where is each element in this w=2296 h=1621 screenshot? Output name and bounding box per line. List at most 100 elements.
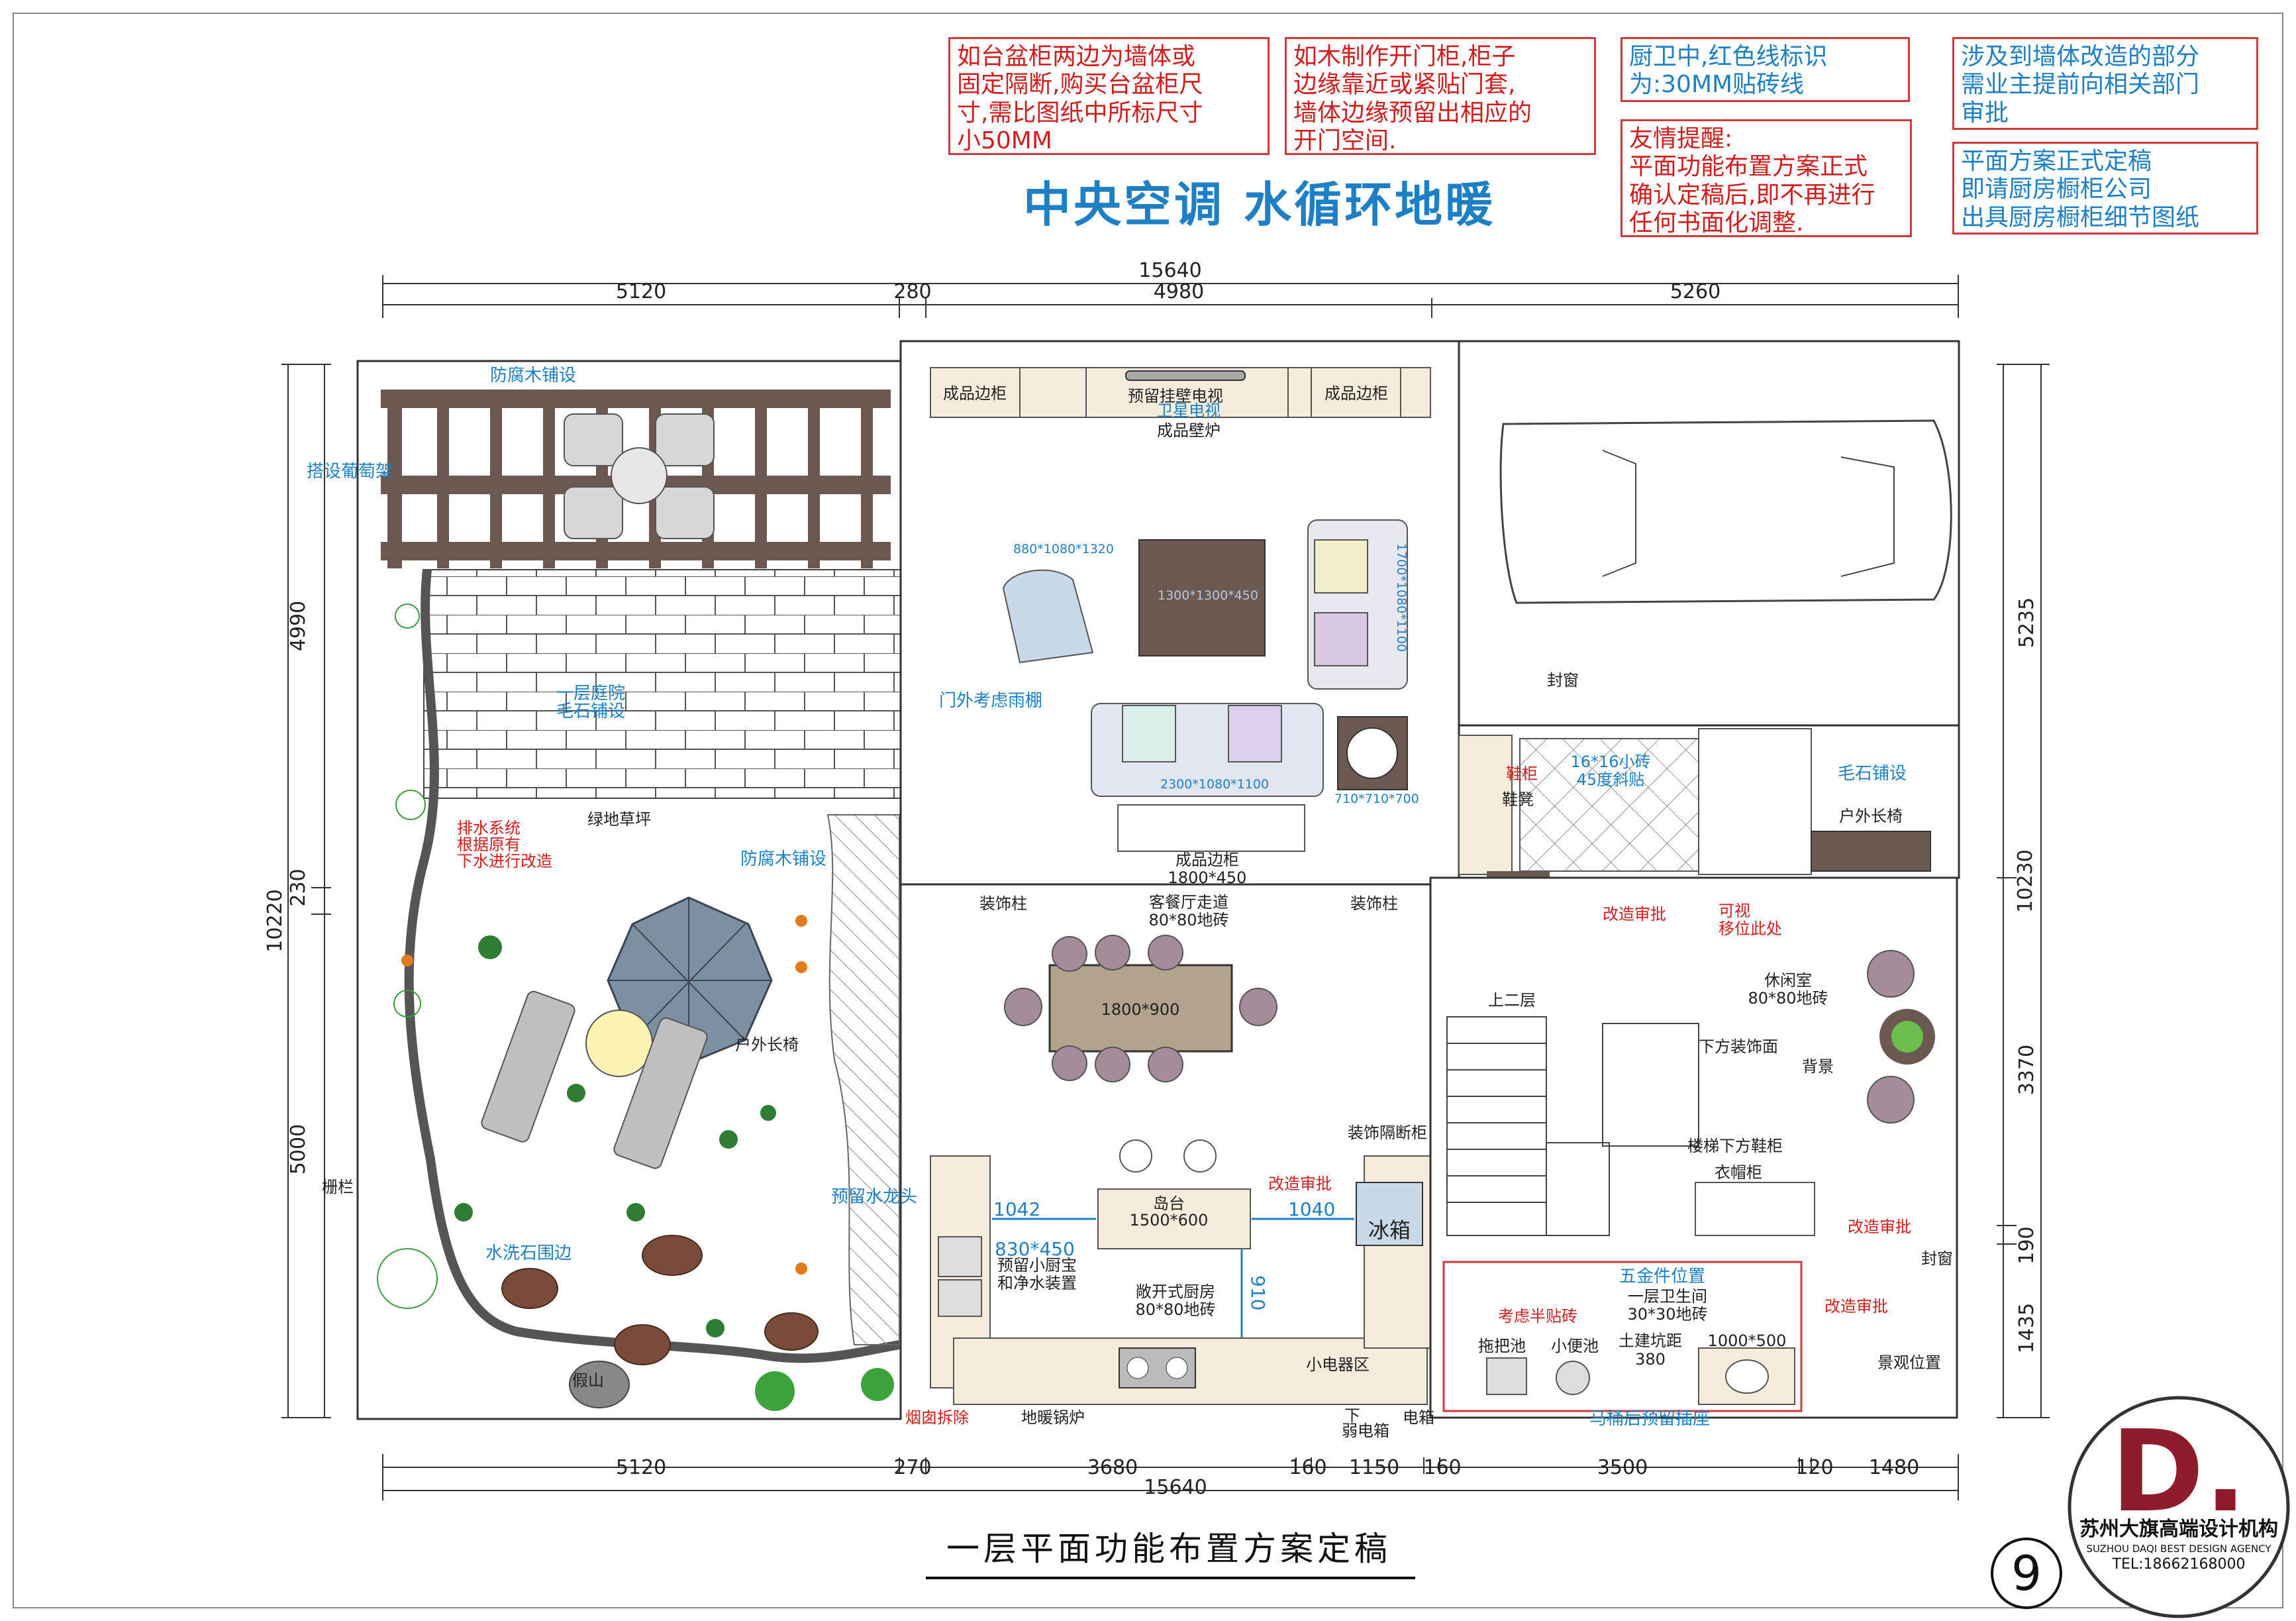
label-loveseat-size: 1700*1080*1100 (1394, 543, 1409, 652)
dim-top-total: 15640 (1138, 259, 1201, 282)
label-canopy: 门外考虑雨棚 (939, 691, 1042, 711)
label-chimney: 烟囱拆除 (905, 1408, 969, 1427)
garden-plants (377, 603, 894, 1411)
label-lawn: 绿地草坪 (587, 810, 651, 829)
label-anticorrosive-wood-top: 防腐木铺设 (490, 366, 576, 386)
label-drainage-2: 根据原有 (457, 835, 521, 854)
label-cabinet-bottom-2: 1800*450 (1168, 868, 1247, 887)
label-open-kitchen-1: 敞开式厨房 (1136, 1282, 1215, 1301)
label-closed-window-bottom: 封窗 (1921, 1249, 1953, 1268)
dim-left-1: 4990 (287, 601, 310, 651)
garden-path (404, 569, 901, 1363)
label-upstairs: 上二层 (1488, 991, 1536, 1010)
label-drainage-1: 排水系统 (457, 819, 521, 837)
label-change-approve-4: 改造审批 (1824, 1297, 1888, 1316)
outdoor-dining-set (564, 413, 715, 539)
dim-right-4: 1435 (2015, 1303, 2038, 1353)
label-leisure-1: 休闲室 (1764, 971, 1812, 990)
label-dim-1042: 1042 (993, 1198, 1040, 1220)
label-boiler: 地暖锅炉 (1021, 1408, 1085, 1427)
hvac-heading: 中央空调 水循环地暖 (1023, 177, 1496, 233)
label-anticorrosive-wood-mid: 防腐木铺设 (740, 849, 826, 869)
label-side-cabinet-left: 成品边柜 (943, 384, 1007, 403)
label-toilet-socket: 马桶后预留插座 (1589, 1409, 1710, 1429)
label-courtyard-1: 一层庭院 (556, 684, 625, 704)
label-closed-window-top: 封窗 (1547, 671, 1579, 690)
label-background: 背景 (1802, 1057, 1834, 1076)
garden-area (356, 360, 902, 1420)
label-pit-1: 土建坑距 (1619, 1332, 1682, 1350)
label-landscape: 景观位置 (1877, 1353, 1941, 1372)
bottom-cabinet (1117, 804, 1305, 852)
label-change-approve-1: 改造审批 (1268, 1175, 1332, 1193)
label-dim-910: 910 (1247, 1275, 1269, 1310)
dim-bottom-5: 1150 (1349, 1456, 1399, 1479)
note-wall-change: 涉及到墙体改造的部分 需业主提前向相关部门 审批 (1952, 37, 2258, 130)
staircase (1446, 1016, 1699, 1236)
label-leisure-2: 80*80地砖 (1748, 989, 1828, 1008)
label-weak-box-1: 下 (1344, 1406, 1360, 1425)
dim-top-1: 5120 (616, 280, 666, 303)
label-armchair-size: 880*1080*1320 (1013, 542, 1114, 556)
label-side-table-size: 710*710*700 (1334, 792, 1419, 806)
armchair (1002, 569, 1094, 664)
logo-name-en: SUZHOU DAQI BEST DESIGN AGENCY (2086, 1543, 2271, 1555)
label-tile-16-1: 16*16小砖 (1570, 753, 1650, 771)
logo-mark: D. (2111, 1406, 2247, 1538)
dim-bottom-total: 15640 (1144, 1476, 1207, 1499)
label-change-approve-3: 改造审批 (1848, 1218, 1911, 1236)
logo-name-cn: 苏州大旗高端设计机构 (2079, 1518, 2278, 1541)
note-door-cabinet: 如木制作开门柜,柜子 边缘靠近或紧贴门套, 墙体边缘预留出相应的 开门空间. (1285, 37, 1596, 155)
dim-left-3: 5000 (287, 1124, 310, 1175)
diagonal-tile (1519, 738, 1699, 872)
label-water-tap: 预留水龙头 (831, 1187, 917, 1207)
label-corridor-2: 80*80地砖 (1148, 911, 1228, 929)
note-tile-line: 厨卫中,红色线标识 为:30MM贴砖线 (1621, 37, 1910, 102)
label-grape-trellis: 搭设葡萄架 (307, 462, 393, 482)
dining-chairs (1004, 935, 1277, 1082)
dim-left-2: 230 (287, 868, 310, 906)
dim-bottom-9: 1480 (1869, 1456, 1919, 1479)
label-island-2: 1500*600 (1130, 1211, 1209, 1229)
drawing-title: 一层平面功能布置方案定稿 (946, 1530, 1391, 1568)
dim-right-3: 190 (2015, 1226, 2038, 1264)
foyer (1458, 724, 1960, 898)
dim-right-1: 5235 (2015, 598, 2038, 648)
wood-deck (826, 814, 900, 1345)
label-half-tile: 考虑半贴砖 (1498, 1307, 1577, 1326)
label-stair-shoe: 楼梯下方鞋柜 (1687, 1137, 1783, 1155)
coat-cabinet (1695, 1182, 1815, 1236)
label-mop-pool: 拖把池 (1478, 1337, 1526, 1355)
label-fridge: 冰箱 (1368, 1218, 1411, 1243)
side-cabinet-left (930, 367, 1021, 418)
label-urinal: 小便池 (1551, 1337, 1599, 1355)
shoe-cabinet (1458, 735, 1513, 875)
label-outdoor-bench-right: 户外长椅 (1839, 807, 1903, 825)
ottoman (1138, 539, 1266, 656)
rock-features (501, 1235, 819, 1365)
label-pebble-edge: 水洗石围边 (485, 1243, 572, 1263)
label-corridor-1: 客餐厅走道 (1149, 893, 1228, 912)
dim-bottom-8: 120 (1795, 1456, 1833, 1479)
label-hardware: 五金件位置 (1619, 1267, 1705, 1286)
label-shoe-stool: 鞋凳 (1502, 790, 1534, 809)
label-drainage-3: 下水进行改造 (457, 852, 552, 870)
note-final-plan: 平面方案正式定稿 即请厨房橱柜公司 出具厨房橱柜细节图纸 (1952, 142, 2258, 235)
page-number-circle (1991, 1538, 2062, 1609)
living-room (899, 340, 1460, 1082)
label-shoe-cabinet: 鞋柜 (1506, 764, 1538, 783)
dimension-lines (281, 275, 2050, 1500)
label-rockery: 假山 (572, 1371, 604, 1390)
label-island-1: 岛台 (1153, 1194, 1185, 1213)
label-fireplace: 成品壁炉 (1157, 421, 1221, 440)
label-tv: 预留挂壁电视 (1128, 387, 1223, 405)
tv-screen (1125, 370, 1246, 381)
label-weak-box-2: 弱电箱 (1342, 1422, 1389, 1440)
page-number: 9 (2011, 1545, 2042, 1601)
label-dim-1040: 1040 (1288, 1198, 1335, 1220)
logo-tel: TEL:18662168000 (2112, 1556, 2246, 1573)
round-table (585, 1010, 653, 1077)
dim-right-2: 3370 (2015, 1045, 2038, 1095)
label-small-kitchen-2: 和净水装置 (997, 1274, 1077, 1292)
label-dining-table: 1800*900 (1101, 1000, 1180, 1019)
